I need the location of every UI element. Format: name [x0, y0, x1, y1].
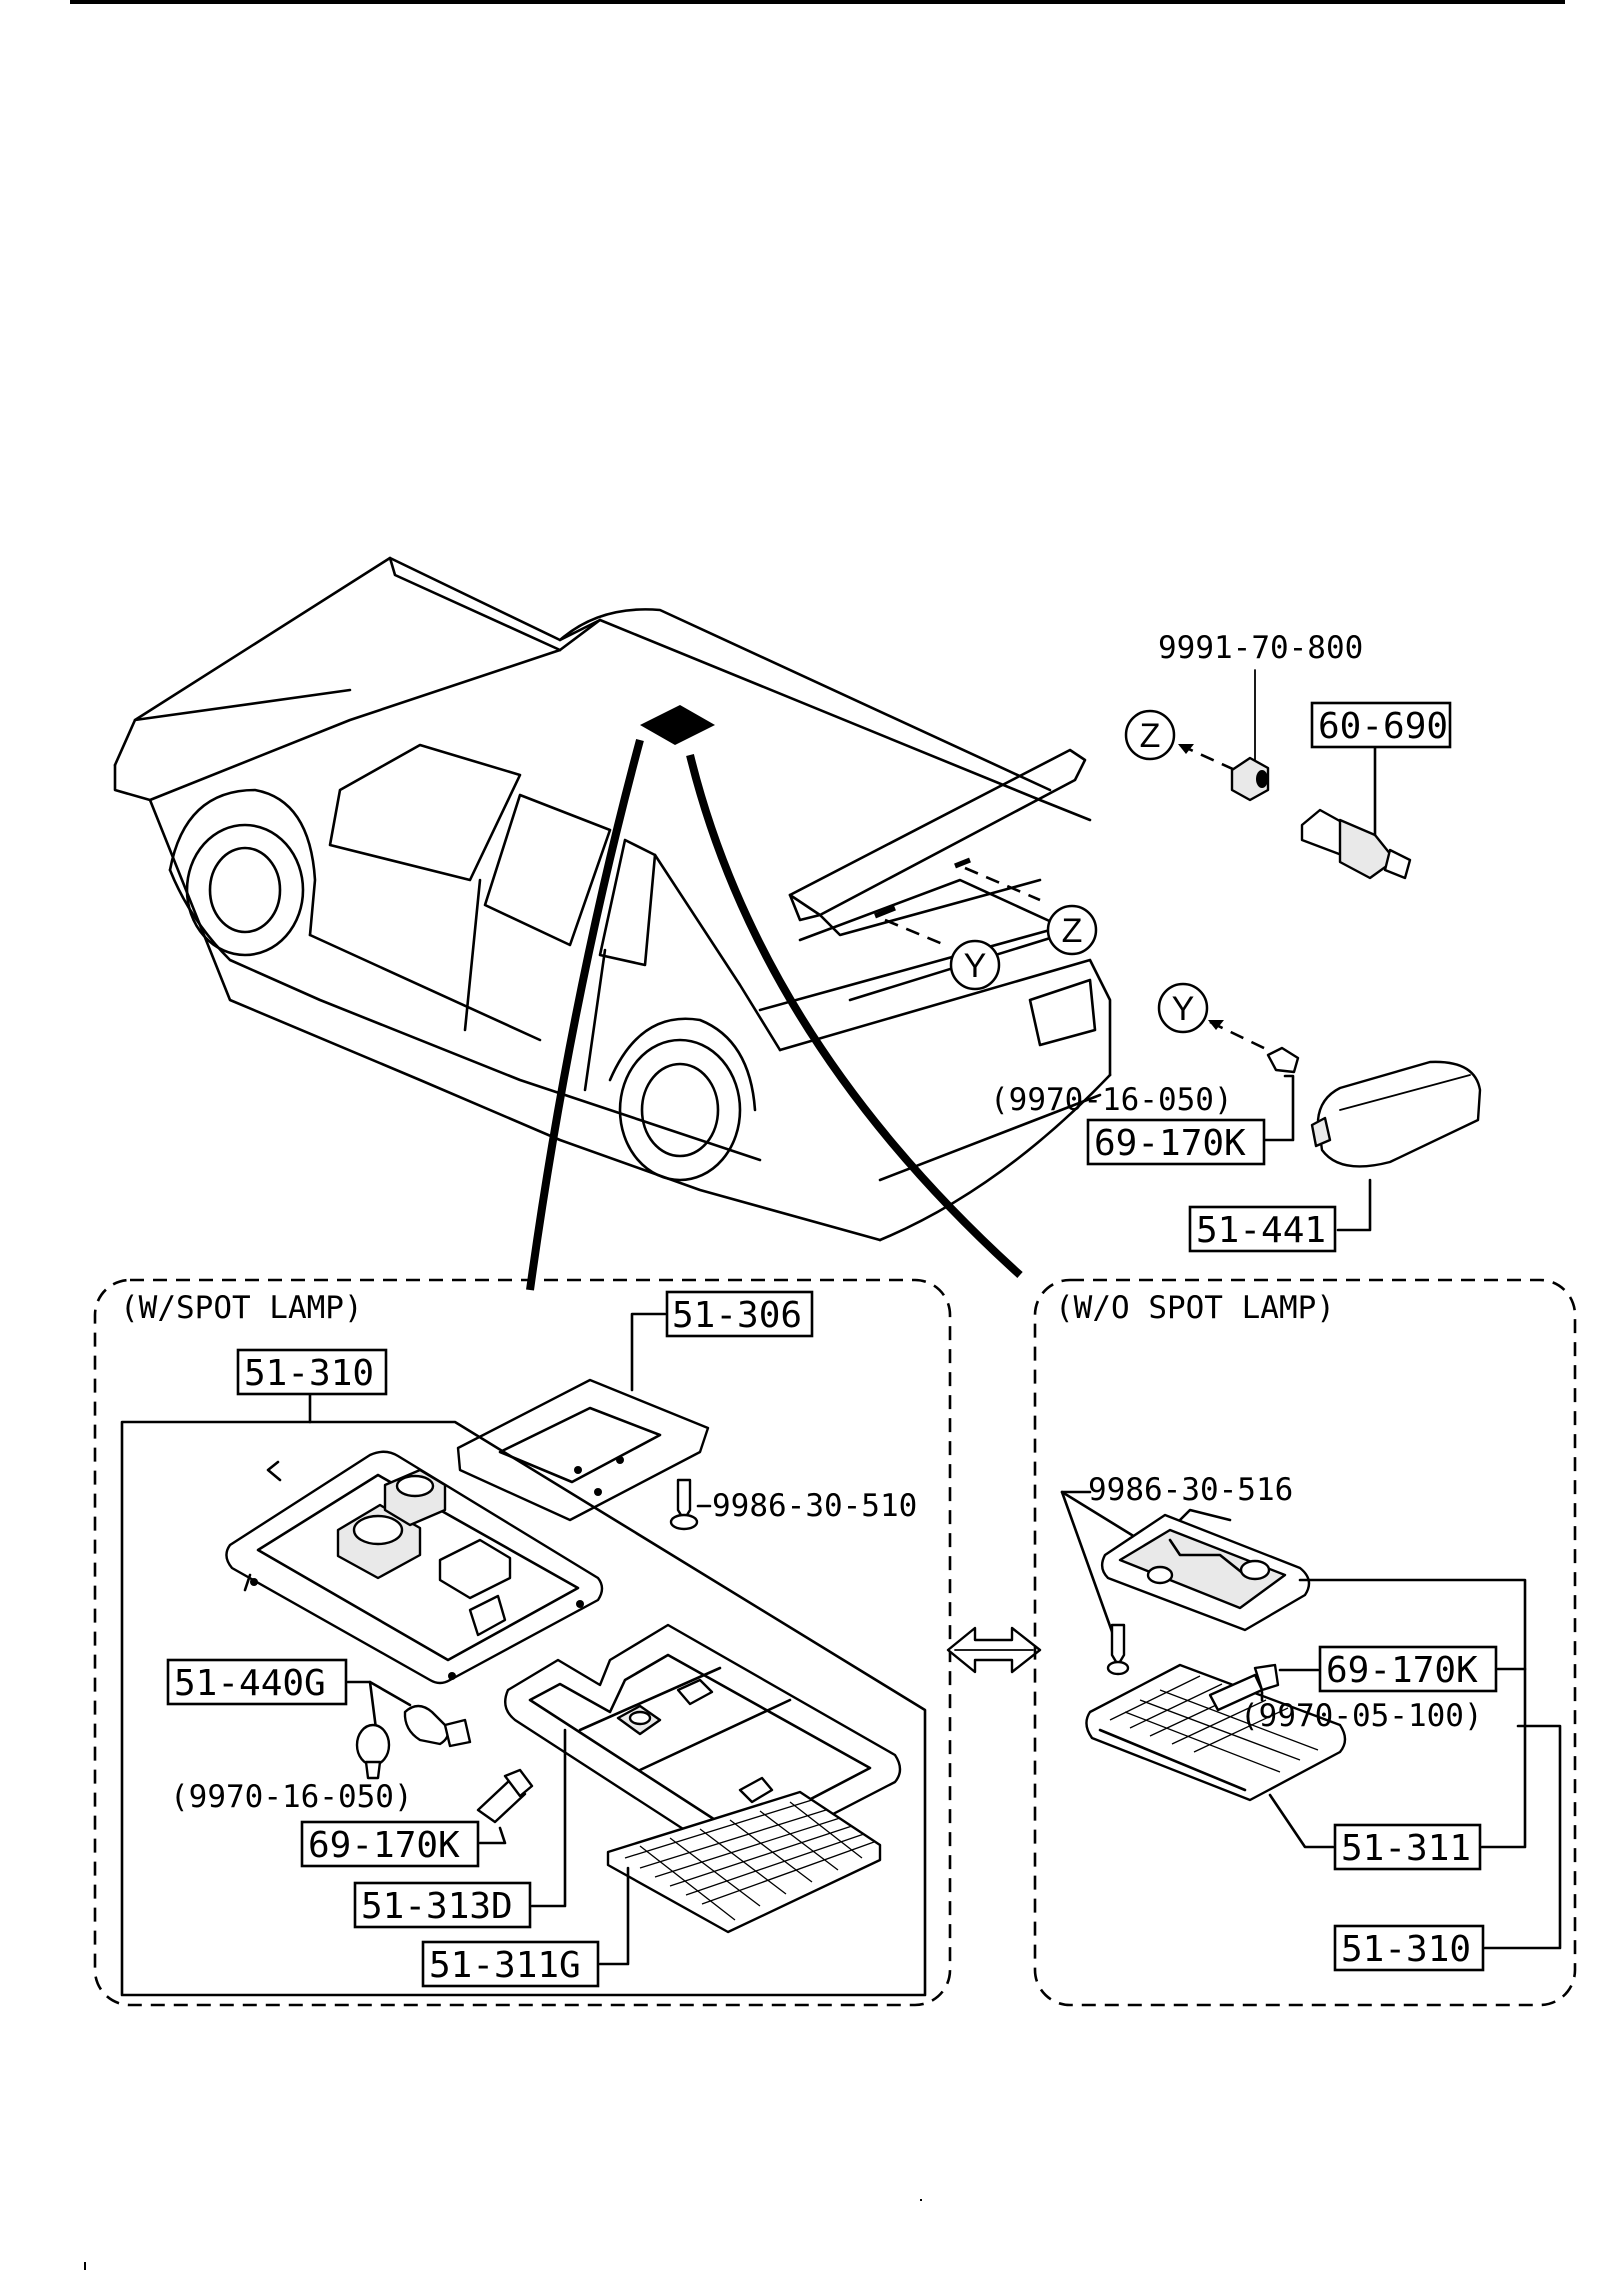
- part-51-310-right-box: [1333, 1924, 1485, 1972]
- callout-z-circle-trunk: [1046, 904, 1098, 956]
- part-51-310-left-label: 51-310: [244, 1353, 374, 1394]
- bulb-ref-trunk-label: (9970-16-050): [990, 1082, 1233, 1118]
- trunk-switch-icon: [1300, 808, 1412, 880]
- part-51-311g-label: 51-311G: [429, 1945, 581, 1986]
- bulb-icon-left-festoon: [476, 1768, 534, 1824]
- section-without-spot-lamp: (W/O SPOT LAMP): [1055, 1290, 1335, 1326]
- trunk-callouts: Y Z: [949, 904, 1098, 991]
- callout-y-label-lamp: Y: [1172, 990, 1195, 1028]
- callout-z-label-trunk: Z: [1062, 912, 1083, 950]
- part-51-311-label: 51-311: [1341, 1828, 1471, 1869]
- screw-9986-30-516-label: 9986-30-516: [1088, 1472, 1293, 1508]
- bulb-icon-right: [1208, 1663, 1280, 1712]
- room-lamp-parts: 9986-30-516: [1060, 1472, 1562, 1972]
- part-51-441-box: [1188, 1205, 1337, 1253]
- room-lamp-lens-icon: [1085, 1663, 1347, 1802]
- part-51-440g-label: 51-440G: [174, 1663, 326, 1704]
- interchange-arrow-icon: [946, 1626, 1042, 1674]
- gasket-icon: [456, 1378, 710, 1522]
- spot-lamp-parts: 51-306 9986-30-510 51-310: [120, 1290, 927, 1997]
- bulb-ref-left-label: (9970-16-050): [170, 1779, 413, 1815]
- callout-y-circle-lamp: [1157, 982, 1209, 1034]
- panel-with-spot-lamp: [93, 1278, 952, 2007]
- trunk-switch-group: 9991-70-800 Z 60-690: [1124, 630, 1452, 880]
- map-lamp-housing-icon: [225, 1450, 604, 1685]
- part-51-310-right-label: 51-310: [1341, 1929, 1471, 1970]
- bulb-icon-left-round: [355, 1723, 391, 1780]
- callout-z-label-top: Z: [1140, 717, 1161, 755]
- bulb-icon-trunk: [1266, 1046, 1300, 1074]
- part-51-310-left-box: [236, 1348, 388, 1396]
- screw-icon-510: [669, 1478, 699, 1531]
- roof-lamp-locator: [526, 705, 1023, 1291]
- part-60-690-label: 60-690: [1318, 706, 1448, 747]
- bulb-holder-icon: [403, 1704, 472, 1748]
- nut-icon: [1230, 756, 1270, 802]
- callout-y-circle-trunk: [949, 939, 1001, 991]
- room-lamp-housing-icon: [1100, 1508, 1311, 1632]
- part-51-311-box: [1333, 1823, 1482, 1871]
- lens-grid-icon: [606, 1790, 882, 1934]
- callout-z-circle-top: [1124, 709, 1176, 761]
- screw-icon-516: [1106, 1623, 1130, 1676]
- trunk-lamp-group: Y (9970-16-050) 69-170K 51-441: [990, 982, 1482, 1253]
- section-with-spot-lamp: (W/SPOT LAMP): [120, 1290, 363, 1326]
- part-69-170k-left-box: [300, 1820, 480, 1868]
- part-69-170k-right-label: 69-170K: [1326, 1650, 1478, 1691]
- part-51-306-box: [665, 1290, 814, 1338]
- panel-without-spot-lamp: [1033, 1278, 1577, 2007]
- part-60-690-box: [1310, 701, 1452, 749]
- callout-y-label-trunk: Y: [964, 947, 987, 985]
- part-69-170k-trunk-box: [1086, 1118, 1266, 1166]
- part-69-170k-trunk-label: 69-170K: [1094, 1123, 1246, 1164]
- part-51-441-label: 51-441: [1196, 1210, 1326, 1251]
- part-51-313d-label: 51-313D: [361, 1886, 513, 1927]
- screw-9986-30-510-label: 9986-30-510: [712, 1488, 917, 1524]
- nut-9991-label: 9991-70-800: [1158, 630, 1363, 666]
- part-51-306-label: 51-306: [672, 1295, 802, 1336]
- part-51-311g-box: [421, 1940, 600, 1988]
- part-51-440g-box: [166, 1658, 348, 1706]
- trunk-lamp-icon: [1310, 1060, 1482, 1168]
- part-51-313d-box: [353, 1881, 532, 1929]
- car-illustration: [113, 556, 1112, 1242]
- part-69-170k-left-label: 69-170K: [308, 1825, 460, 1866]
- part-69-170k-right-box: [1318, 1645, 1498, 1693]
- bulb-ref-right-label: (9970-05-100): [1240, 1698, 1483, 1734]
